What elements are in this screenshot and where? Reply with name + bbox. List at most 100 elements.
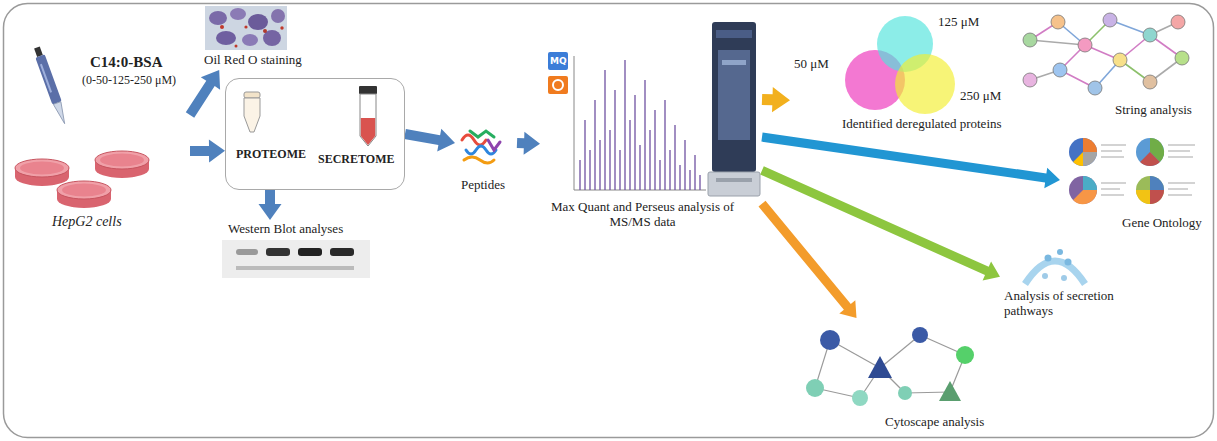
- mass-spectrum: [639, 145, 640, 190]
- stained-cells-image: [220, 25, 224, 29]
- pie-chart-icons: [1136, 176, 1164, 204]
- mass-spectrum: [584, 120, 585, 190]
- peptide-step: Peptides: [455, 125, 517, 197]
- peptides-icon: [464, 157, 494, 163]
- pie-chart-icons: [1168, 182, 1195, 184]
- flow-arrow: [186, 70, 220, 118]
- secretion-icon: [1065, 259, 1072, 266]
- pipette: [34, 47, 43, 58]
- mass-spectrum: [689, 170, 690, 190]
- pie-chart-icons: [1168, 156, 1193, 158]
- secretion-icon: [1061, 275, 1067, 281]
- falcon-tube: [360, 94, 376, 146]
- string-network: [1175, 51, 1189, 65]
- treatment-step: C14:0-BSA(0-50-125-250 μM)HepG2 cells: [10, 52, 190, 232]
- mass-spectrometer: [712, 22, 756, 172]
- string-network: [1113, 53, 1127, 67]
- step-caption: Cytoscape analysis: [885, 414, 984, 429]
- secretion-icon: [1057, 249, 1063, 255]
- mass-spectrum: [609, 130, 610, 190]
- falcon-tube: [359, 86, 377, 146]
- stained-cells-image: [244, 25, 247, 28]
- pie-chart-icons: [1140, 152, 1160, 166]
- string-step: String analysis: [1005, 4, 1210, 120]
- sample-box: PROTEOME SECRETOME: [225, 78, 405, 190]
- mass-spectrum: [580, 60, 700, 190]
- maxquant-icon: [548, 52, 568, 70]
- pie-chart-icons: [1101, 150, 1122, 152]
- mass-spectrum: [699, 175, 700, 190]
- culture-dish: [20, 162, 64, 175]
- western-blot-image: [222, 240, 370, 278]
- stained-cells-image: [271, 9, 285, 23]
- flow-arrow: [404, 129, 455, 152]
- sample-label: PROTEOME: [236, 147, 306, 161]
- cytoscape-network: [912, 327, 928, 343]
- string-network: [1171, 15, 1185, 29]
- pie-chart-icons: [1136, 138, 1164, 166]
- culture-dish: [15, 159, 69, 186]
- secretion-icon: [1025, 249, 1085, 284]
- string-network: [1143, 75, 1157, 89]
- string-network: [1053, 63, 1067, 77]
- stained-cells-image: [230, 8, 246, 20]
- sample-label: SECRETOME: [318, 152, 394, 166]
- eppendorf-tube: [244, 98, 260, 132]
- mass-spectrum: [614, 90, 615, 190]
- falcon-tube: [359, 86, 377, 94]
- pie-chart-icons: [1069, 176, 1097, 204]
- step-caption: Identified deregulated proteins: [842, 116, 1002, 131]
- mass-spectrum: [644, 80, 645, 190]
- string-network: [1051, 15, 1065, 29]
- pie-chart-icons: [1168, 194, 1192, 196]
- perseus-icon: [553, 80, 563, 90]
- culture-dish: [57, 181, 111, 208]
- blot-step: Western Blot analyses: [222, 220, 372, 282]
- string-network: [1088, 81, 1102, 95]
- stained-cells-image: [205, 6, 287, 50]
- secretion-step: Analysis of secretion pathways: [1000, 248, 1140, 320]
- stained-cells-image: [235, 45, 238, 48]
- mass-spectrum: [599, 140, 600, 190]
- step-caption: Oil Red O staining: [204, 52, 302, 67]
- western-blot-image: [266, 248, 290, 256]
- pie-chart-icons: [1168, 150, 1190, 152]
- pie-chart-icons: [1168, 188, 1188, 190]
- cytoscape-network: [806, 379, 824, 397]
- mass-spectrum: [619, 150, 620, 190]
- cytoscape-step: Cytoscape analysis: [795, 318, 1000, 434]
- ms-analysis-step: Max Quant and Perseus analysis of MS/MS …: [540, 15, 762, 237]
- falcon-tube: [361, 118, 375, 145]
- string-network: [1030, 20, 1182, 88]
- step-caption: Western Blot analyses: [228, 221, 343, 236]
- cytoscape-network: [898, 386, 912, 400]
- flow-arrow: [762, 87, 790, 112]
- cytoscape-network: [820, 330, 840, 350]
- pie-chart-icons: [1073, 190, 1097, 204]
- pie-chart-icons: [1101, 144, 1126, 146]
- mass-spectrum: [684, 140, 685, 190]
- step-caption: Analysis of secretion pathways: [1004, 288, 1134, 318]
- string-network: [1030, 40, 1085, 45]
- perseus-icon: [548, 76, 568, 94]
- pie-chart-icons: [1069, 138, 1097, 166]
- outer-frame: [4, 4, 1214, 438]
- culture-dish: [95, 151, 149, 169]
- pie-chart-icons: [1101, 145, 1195, 195]
- pie-chart-icons: [1083, 152, 1097, 166]
- string-network: [1023, 33, 1037, 47]
- western-blot-image: [236, 249, 258, 255]
- mass-spectrum: [589, 150, 590, 190]
- pie-chart-icons: [1136, 190, 1150, 204]
- concentration-range: (0-50-125-250 μM): [82, 73, 176, 87]
- string-network: [1103, 13, 1117, 27]
- flow-arrow: [517, 132, 540, 155]
- mass-spectrum: [674, 125, 675, 190]
- pipette: [35, 54, 61, 104]
- culture-dish: [95, 151, 149, 178]
- mass-spectrum: [649, 130, 650, 190]
- pie-chart-icons: [1073, 152, 1083, 166]
- stained-cells-image: [242, 34, 258, 46]
